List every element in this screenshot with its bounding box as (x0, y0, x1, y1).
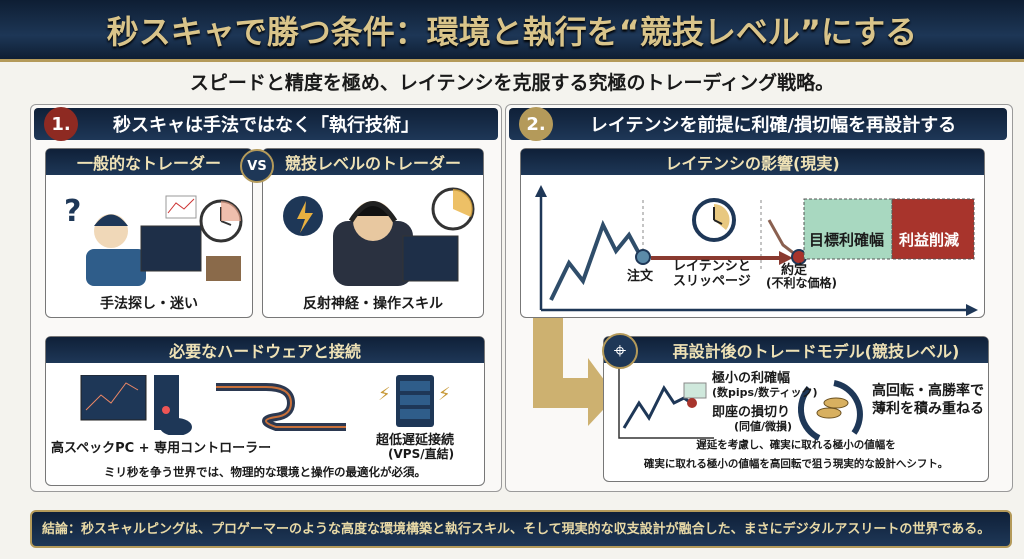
normal-trader-card: 一般的なトレーダー ? 手法探し・迷い (45, 148, 253, 318)
connection-subcaption: (VPS/直結) (388, 447, 455, 461)
fill-label: 約定 (781, 263, 808, 278)
connection-caption: 超低遅延接続 (376, 433, 455, 448)
left-section-header: 1. 秒スキャは手法ではなく「執行技術」 (34, 107, 498, 141)
monitor-icon (80, 375, 147, 421)
gamepad-icon (160, 418, 192, 435)
conclusion-banner: 結論：秒スキャルピングは、プロゲーマーのような高度な環境構築と執行スキル、そして… (30, 510, 1012, 548)
model-note-2: 確実に取れる極小の値幅を高回転で狙う現実的な設計へシフト。 (643, 458, 949, 470)
model-title: 再設計後のトレードモデル(競技レベル) (604, 337, 988, 363)
order-label: 注文 (627, 269, 654, 284)
latency-title: レイテンシの影響(現実) (521, 149, 984, 175)
right-heading: レイテンシを前提に利確/損切幅を再設計する (589, 115, 957, 136)
left-heading: 秒スキャは手法ではなく「執行技術」 (113, 115, 419, 136)
coins-icon (816, 407, 842, 419)
headset-icon (348, 201, 398, 223)
normal-trader-title: 一般的なトレーダー (46, 149, 252, 175)
sl-sublabel: (同値/微損) (734, 420, 793, 433)
svg-text:⚡: ⚡ (378, 384, 391, 405)
target-profit-label: 目標利確幅 (809, 231, 885, 249)
hardware-note: ミリ秒を争う世界では、物理的な環境と操作の最適化が必須。 (104, 465, 426, 479)
latency-impact-card: レイテンシの影響(現実) 目標利確幅 利益削減 注文 レイテンシと スリッページ… (520, 148, 985, 318)
tp-sublabel: (数pips/数ティック) (712, 386, 818, 399)
question-mark-icon: ? (64, 194, 81, 229)
model-illustration (618, 368, 863, 441)
header-banner: 秒スキャで勝つ条件：環境と執行を“競技レベル”にする (0, 0, 1024, 62)
pc-caption: 高スペックPC + 専用コントローラー (51, 441, 272, 456)
svg-text:⚡: ⚡ (438, 384, 451, 405)
hardware-illustration: ⚡⚡ (80, 375, 451, 435)
normal-trader-caption: 手法探し・迷い (100, 296, 198, 312)
order-point (635, 249, 651, 265)
profit-reduction-label: 利益削減 (899, 231, 960, 249)
latency-slippage-label: レイテンシと スリッページ (673, 259, 751, 289)
vs-badge: VS (240, 149, 274, 183)
cycle-label: 高回転・高勝率で 薄利を積み重ねる (872, 383, 984, 417)
tp-label: 極小の利確幅 (712, 371, 791, 386)
hardware-card: 必要なハードウェアと接続 ⚡⚡ 高スペックPC + 専用コントローラー 超低遅延… (45, 336, 485, 486)
right-section-header: 2. レイテンシを前提に利確/損切幅を再設計する (509, 107, 1007, 141)
page-title: 秒スキャで勝つ条件：環境と執行を“競技レベル”にする (106, 12, 918, 51)
pro-trader-card: 競技レベルのトレーダー 反射神経・操作スキル (262, 148, 484, 318)
fill-sublabel: (不利な価格) (766, 276, 837, 290)
model-note-1: 遅延を考慮し、確実に取れる極小の値幅を (696, 439, 896, 451)
pro-trader-title: 競技レベルのトレーダー (263, 149, 483, 175)
section-number-2: 2. (519, 107, 553, 141)
pro-trader-caption: 反射神経・操作スキル (303, 296, 443, 312)
chart-axes (539, 195, 966, 312)
pro-gamer-trader-illustration (283, 187, 475, 286)
confused-trader-illustration: ? (64, 194, 243, 286)
gold-flow-arrow-icon (533, 318, 616, 426)
price-line (549, 219, 643, 301)
section-number-1: 1. (44, 107, 78, 141)
cycle-arrows-icon (833, 380, 863, 435)
target-crosshair-icon: ⌖ (602, 333, 638, 369)
hardware-title: 必要なハードウェアと接続 (46, 337, 484, 363)
cable-icon (216, 383, 346, 431)
latency-chart (535, 185, 978, 316)
subtitle: スピードと精度を極め、レイテンシを克服する究極のトレーディング戦略。 (189, 72, 835, 94)
sl-label: 即座の損切り (712, 405, 791, 420)
redesigned-model-card: 再設計後のトレードモデル(競技レベル) ⌖ 極小の利確幅 (数pips/数ティッ… (602, 333, 989, 482)
